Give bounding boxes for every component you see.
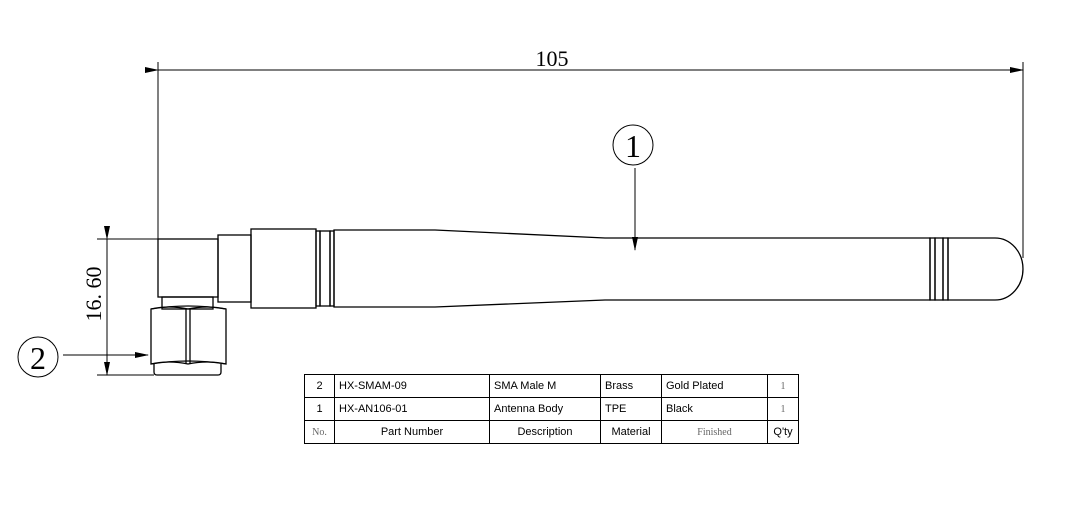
balloon-2: 2 bbox=[17, 336, 149, 378]
sma-connector bbox=[150, 228, 335, 376]
height-dimension: 16. 60 bbox=[81, 226, 158, 376]
cell-finished: Gold Plated bbox=[661, 374, 768, 398]
header-description: Description bbox=[489, 420, 601, 444]
svg-text:1: 1 bbox=[625, 128, 641, 164]
cell-material: Brass bbox=[600, 374, 662, 398]
cell-no: 1 bbox=[304, 397, 335, 421]
table-row: 1 HX-AN106-01 Antenna Body TPE Black 1 bbox=[304, 397, 799, 421]
length-dimension-text: 105 bbox=[536, 46, 569, 71]
length-dimension: 105 bbox=[145, 46, 1024, 258]
table-row: 2 HX-SMAM-09 SMA Male M Brass Gold Plate… bbox=[304, 374, 799, 398]
cell-part-number: HX-AN106-01 bbox=[334, 397, 490, 421]
cell-finished: Black bbox=[661, 397, 768, 421]
header-material: Material bbox=[600, 420, 662, 444]
cell-description: Antenna Body bbox=[489, 397, 601, 421]
antenna-body bbox=[333, 229, 1024, 308]
cell-material: TPE bbox=[600, 397, 662, 421]
svg-text:2: 2 bbox=[30, 340, 46, 376]
cell-part-number: HX-SMAM-09 bbox=[334, 374, 490, 398]
table-header-row: No. Part Number Description Material Fin… bbox=[304, 420, 799, 444]
bill-of-materials: 2 HX-SMAM-09 SMA Male M Brass Gold Plate… bbox=[304, 374, 799, 444]
height-dimension-text: 16. 60 bbox=[81, 267, 106, 322]
cell-description: SMA Male M bbox=[489, 374, 601, 398]
header-qty: Q'ty bbox=[767, 420, 799, 444]
cell-qty: 1 bbox=[767, 374, 799, 398]
cell-qty: 1 bbox=[767, 397, 799, 421]
header-no: No. bbox=[304, 420, 335, 444]
cell-no: 2 bbox=[304, 374, 335, 398]
header-part-number: Part Number bbox=[334, 420, 490, 444]
header-finished: Finished bbox=[661, 420, 768, 444]
balloon-1: 1 bbox=[612, 124, 654, 251]
